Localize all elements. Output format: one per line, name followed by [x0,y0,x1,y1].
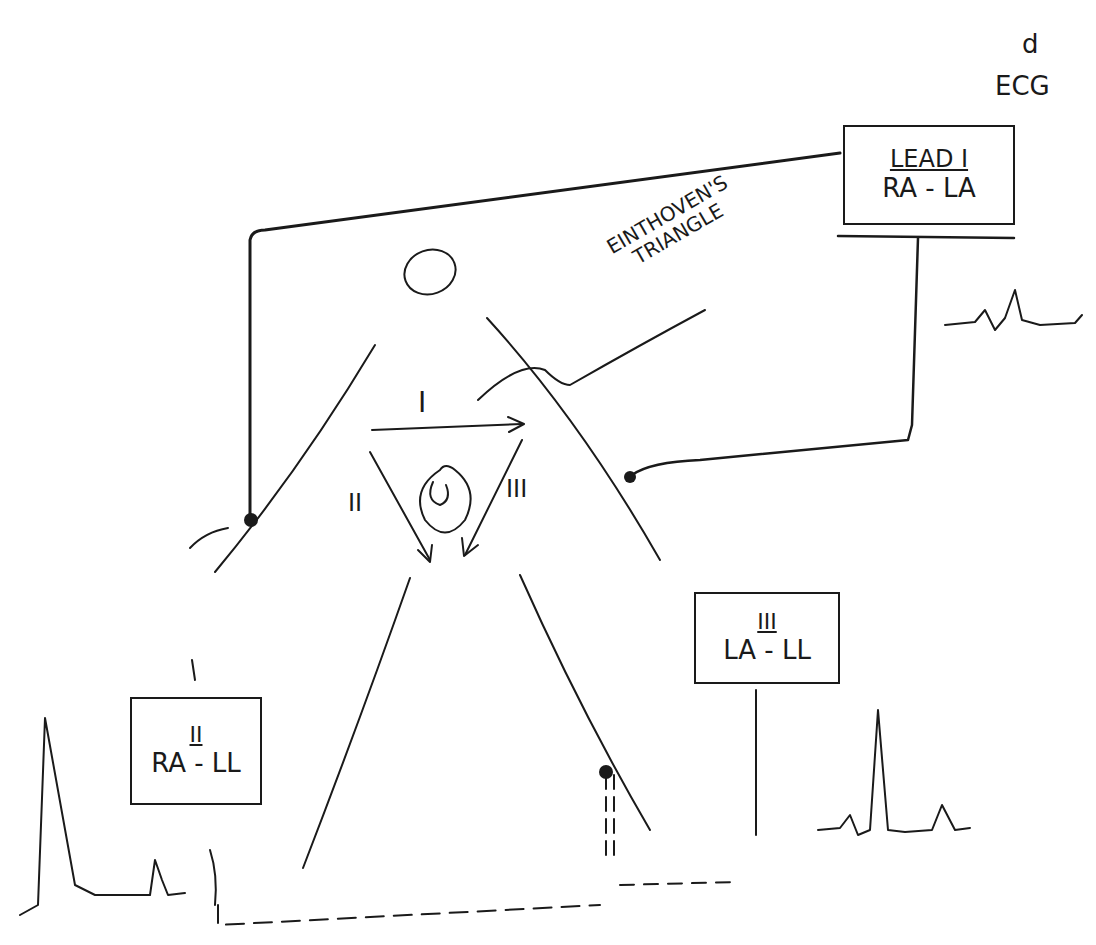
lead-box: LEAD IRA - LA [843,125,1015,225]
lead-box: IIILA - LL [694,592,840,684]
heart [420,466,471,533]
heart [430,482,448,505]
lead-heading: III [757,610,776,634]
body-outline [192,660,195,680]
arrow-head [418,545,432,562]
wire [218,905,600,925]
lead-heading: II [190,723,203,747]
lead-number: II [348,490,388,516]
wire [620,882,735,885]
wire [632,238,918,475]
electrode [599,765,613,779]
lead-arrow [372,424,522,430]
lead-electrodes: LA - LL [723,635,811,666]
lead-box: IIRA - LL [130,697,262,805]
body-outline [215,345,375,572]
leader-line [478,310,705,400]
arm-outline [190,528,228,548]
body-outline [487,318,660,560]
wire [606,775,614,860]
ecg-trace [945,290,1082,330]
head [398,242,462,301]
ecg-trace [818,710,970,835]
page-mark: d [1022,30,1062,59]
lead-number: I [418,388,458,419]
wire [838,236,1014,238]
leg-outline [303,578,410,868]
electrode [244,513,258,527]
title-note: ECG [995,72,1095,101]
lead-electrodes: RA - LL [151,748,241,779]
wire [250,153,840,520]
body-outline [210,850,216,905]
lead-heading: LEAD I [890,146,968,172]
arrow-head [508,417,524,432]
lead-electrodes: RA - LA [882,173,976,204]
arrow-head [462,538,478,556]
lead-arrow [370,452,430,560]
leader-line [755,690,757,835]
lead-number: III [506,476,566,502]
leg-outline [520,575,650,830]
electrode [624,471,636,483]
